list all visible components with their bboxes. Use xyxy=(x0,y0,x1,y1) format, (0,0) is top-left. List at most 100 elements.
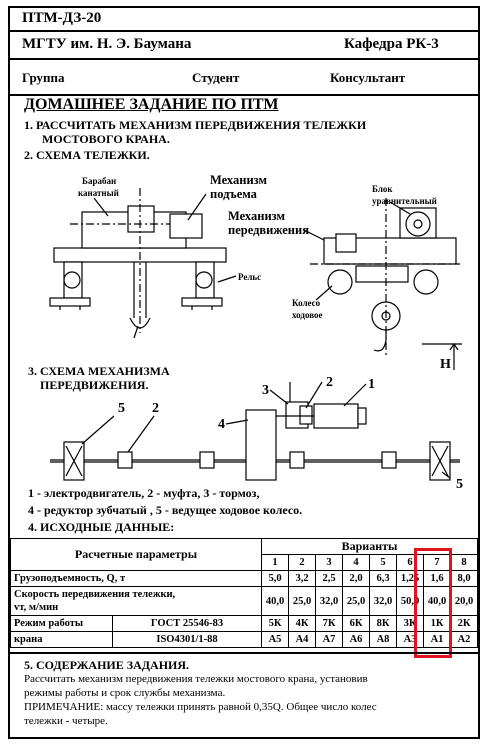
drum-label-2: канатный xyxy=(78,188,119,198)
speed-value: 32,0 xyxy=(369,586,397,616)
speed-value: 40,0 xyxy=(423,586,451,616)
iso-value: А4 xyxy=(288,631,316,648)
gost-label: ГОСТ 25546-83 xyxy=(112,615,262,632)
page-title: ДОМАШНЕЕ ЗАДАНИЕ ПО ПТМ xyxy=(24,96,279,113)
gost-value: 4К xyxy=(288,615,316,632)
gost-value: 6К xyxy=(342,615,370,632)
params-header: Расчетные параметры xyxy=(10,538,262,571)
num-2-left: 2 xyxy=(152,401,159,416)
capacity-value: 8,0 xyxy=(450,570,478,587)
capacity-row: Грузоподъемность, Q, т 5,0 3,2 2,5 2,0 6… xyxy=(10,570,478,587)
capacity-value: 2,0 xyxy=(342,570,370,587)
iso-value: А5 xyxy=(261,631,289,648)
variant-4: 4 xyxy=(342,554,370,571)
note-line-2: тележки - четыре. xyxy=(24,715,108,727)
group-label: Группа xyxy=(22,70,65,85)
block-label-2: уравнительный xyxy=(372,196,437,206)
content-divider xyxy=(10,652,478,654)
num-5-right: 5 xyxy=(456,477,463,490)
content-line-1: Рассчитать механизм передвижения тележки… xyxy=(24,673,368,685)
speed-value: 25,0 xyxy=(342,586,370,616)
motor-coupling xyxy=(299,405,313,425)
section-1-line-2: МОСТОВОГО КРАНА. xyxy=(42,132,170,146)
iso-row: крана ISO4301/1-88 А5 А4 А7 А6 А8 А3 А1 … xyxy=(10,631,478,648)
drum-label-1: Барабан xyxy=(82,176,116,186)
sheet-code: ПТМ-ДЗ-20 xyxy=(22,10,102,26)
speed-label-line-1: Скорость передвижения тележки, xyxy=(14,589,176,600)
variant-2: 2 xyxy=(288,554,316,571)
travel-label-1: Механизм xyxy=(228,209,286,223)
speed-value: 25,0 xyxy=(288,586,316,616)
gost-value: 8К xyxy=(369,615,397,632)
num-2-right: 2 xyxy=(326,375,333,390)
motor xyxy=(313,403,359,429)
capacity-value: 2,5 xyxy=(315,570,343,587)
legend-line-1: 1 - электродвигатель, 2 - муфта, 3 - тор… xyxy=(28,486,260,500)
university-name: МГТУ им. Н. Э. Баумана xyxy=(22,36,192,52)
content-line-2: режимы работы и срок службы механизма. xyxy=(24,687,226,699)
iso-value: А1 xyxy=(423,631,451,648)
section-5-title: 5. СОДЕРЖАНИЕ ЗАДАНИЯ. xyxy=(24,658,190,672)
variants-row: 1 2 3 4 5 6 7 8 xyxy=(11,554,478,571)
gost-value: 2К xyxy=(450,615,478,632)
note-line-1: ПРИМЕЧАНИЕ: массу тележки принять равной… xyxy=(24,701,377,713)
num-4: 4 xyxy=(218,417,225,432)
gost-value: 7К xyxy=(315,615,343,632)
speed-label-line-2: vт, м/мин xyxy=(14,602,59,613)
variant-8: 8 xyxy=(450,554,478,571)
block-label-1: Блок xyxy=(372,184,393,194)
consultant-label: Консультант xyxy=(330,70,406,85)
lift-label-2: подъема xyxy=(210,187,258,201)
num-1: 1 xyxy=(368,377,375,392)
section-4-title: 4. ИСХОДНЫЕ ДАННЫЕ: xyxy=(28,520,175,534)
parameters-table: Расчетные параметры Варианты 1 2 3 4 5 6… xyxy=(10,538,478,648)
gost-row: Режим работы ГОСТ 25546-83 5К 4К 7К 6К 8… xyxy=(10,615,478,632)
iso-value: А2 xyxy=(450,631,478,648)
variant-5: 5 xyxy=(369,554,397,571)
signature-row: Группа Студент Консультант xyxy=(10,60,478,96)
num-5-left: 5 xyxy=(118,401,125,416)
gost-value: 5К xyxy=(261,615,289,632)
assignment-sheet: ПТМ-ДЗ-20 МГТУ им. Н. Э. Баумана Кафедра… xyxy=(8,6,480,739)
speed-value: 40,0 xyxy=(261,586,289,616)
legend-line-2: 4 - редуктор зубчатый , 5 - ведущее ходо… xyxy=(28,503,303,517)
speed-row: Скорость передвижения тележки, vт, м/мин… xyxy=(10,586,478,616)
iso-value: А7 xyxy=(315,631,343,648)
num-3: 3 xyxy=(262,383,269,398)
wheel-label-2: ходовое xyxy=(292,310,323,320)
wheel-label-1: Колесо xyxy=(292,298,321,308)
capacity-value: 6,3 xyxy=(369,570,397,587)
section-3-line-2: ПЕРЕДВИЖЕНИЯ. xyxy=(40,378,149,392)
capacity-value: 3,2 xyxy=(288,570,316,587)
department-name: Кафедра РК-3 xyxy=(344,36,439,52)
trolley-diagram: Барабан канатный Механизм подъема Механи… xyxy=(49,173,462,370)
university-row: МГТУ им. Н. Э. Баумана Кафедра РК-3 xyxy=(10,32,478,60)
section-3-line-1: 3. СХЕМА МЕХАНИЗМА xyxy=(28,364,170,378)
coupling-left xyxy=(117,451,133,469)
variant-7-highlight xyxy=(414,548,452,658)
section-2-title: 2. СХЕМА ТЕЛЕЖКИ. xyxy=(24,148,150,162)
capacity-label: Грузоподъемность, Q, т xyxy=(10,570,262,587)
speed-value: 20,0 xyxy=(450,586,478,616)
iso-label: ISO4301/1-88 xyxy=(112,631,262,648)
lift-label-1: Механизм xyxy=(210,173,268,187)
height-dimension: H xyxy=(422,342,462,370)
section-1-line-1: 1. РАССЧИТАТЬ МЕХАНИЗМ ПЕРЕДВИЖЕНИЯ ТЕЛЕ… xyxy=(24,118,367,132)
variant-3: 3 xyxy=(315,554,343,571)
iso-value: А6 xyxy=(342,631,370,648)
travel-mechanism-diagram: 5 2 4 3 2 1 5 xyxy=(50,375,463,490)
reducer xyxy=(245,409,277,481)
travel-label-2: передвижения xyxy=(228,223,309,237)
iso-value: А3 xyxy=(396,631,424,648)
height-label: H xyxy=(440,357,451,370)
mode-label-1: Режим работы xyxy=(10,615,113,632)
iso-value: А8 xyxy=(369,631,397,648)
capacity-value: 5,0 xyxy=(261,570,289,587)
variant-1: 1 xyxy=(261,554,289,571)
speed-value: 32,0 xyxy=(315,586,343,616)
mode-label-2: крана xyxy=(10,631,113,648)
student-label: Студент xyxy=(192,70,240,85)
trolley-end-view xyxy=(310,198,460,358)
speed-label: Скорость передвижения тележки, vт, м/мин xyxy=(10,586,262,616)
trolley-side-view xyxy=(49,188,227,339)
